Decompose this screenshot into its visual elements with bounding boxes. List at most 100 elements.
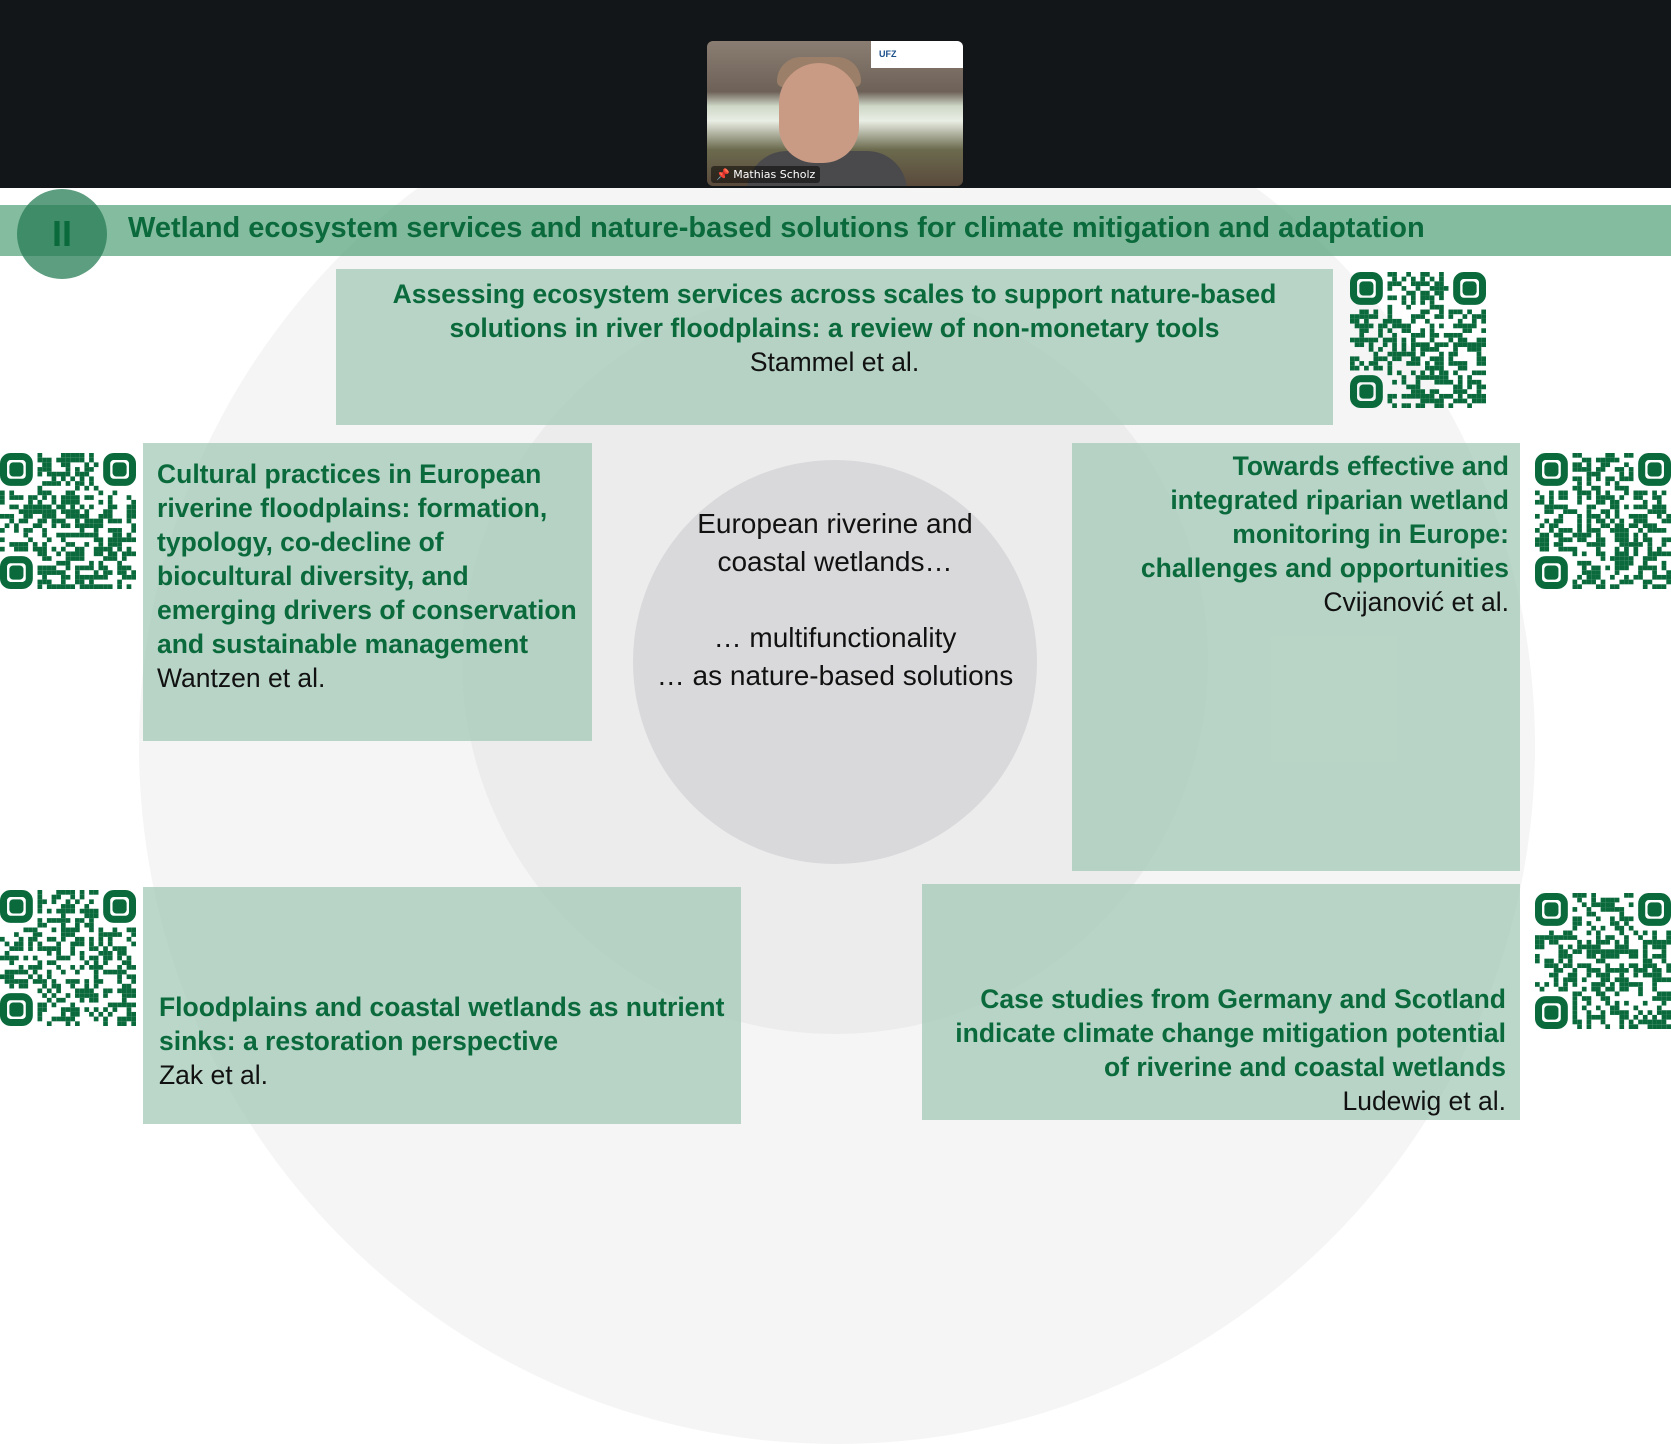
qr-module xyxy=(1387,309,1393,315)
center-line: European riverine and xyxy=(697,508,973,539)
qr-module xyxy=(1563,986,1568,992)
qr-module xyxy=(126,584,132,589)
paper-title: Case studies from Germany and Scotland i… xyxy=(955,984,1506,1082)
qr-module xyxy=(75,457,80,463)
qr-module xyxy=(32,495,38,500)
qr-module xyxy=(70,890,76,895)
qr-finder xyxy=(103,453,136,486)
qr-module xyxy=(1558,495,1564,500)
qr-module xyxy=(107,504,113,510)
qr-module xyxy=(1453,323,1458,329)
qr-module xyxy=(1558,490,1564,496)
qr-module xyxy=(65,551,71,557)
qr-module xyxy=(1666,513,1671,519)
qr-module xyxy=(1610,982,1615,987)
qr-module xyxy=(1462,398,1468,404)
qr-module xyxy=(65,565,71,571)
qr-module xyxy=(65,542,71,547)
qr-module xyxy=(1633,532,1639,538)
qr-module xyxy=(56,560,61,566)
qr-module xyxy=(1434,314,1440,319)
qr-module xyxy=(1549,499,1554,505)
qr-module xyxy=(1439,295,1444,301)
qr-module xyxy=(1595,1014,1601,1020)
qr-module xyxy=(112,551,118,557)
pin-icon: 📌 xyxy=(716,168,734,181)
qr-module xyxy=(1614,949,1620,954)
qr-module xyxy=(1610,457,1615,463)
qr-module xyxy=(1406,323,1411,329)
qr-module xyxy=(1614,528,1620,533)
qr-module xyxy=(75,518,80,524)
qr-module xyxy=(1586,930,1592,936)
qr-code-zak[interactable] xyxy=(0,890,136,1026)
qr-module xyxy=(79,950,85,956)
qr-module xyxy=(1614,1005,1620,1011)
qr-module xyxy=(93,485,99,491)
qr-module xyxy=(1661,537,1667,543)
qr-module xyxy=(46,457,52,463)
qr-module xyxy=(1406,304,1411,310)
qr-module xyxy=(1439,309,1444,315)
qr-module xyxy=(1558,949,1564,954)
qr-module xyxy=(51,927,57,933)
qr-module xyxy=(1600,996,1606,1001)
qr-module xyxy=(1415,356,1421,362)
qr-module xyxy=(1448,351,1454,357)
qr-module xyxy=(84,983,90,989)
qr-module xyxy=(42,899,47,905)
qr-module xyxy=(1410,281,1416,287)
qr-module xyxy=(1553,935,1559,940)
qr-module xyxy=(4,979,10,984)
qr-module xyxy=(1605,953,1611,959)
qr-module xyxy=(1558,513,1564,519)
qr-module xyxy=(121,960,127,966)
qr-module xyxy=(1624,490,1629,496)
qr-module xyxy=(107,932,113,937)
qr-module xyxy=(1544,982,1550,987)
qr-module xyxy=(1642,953,1648,959)
participant-video-tile[interactable]: UFZ 📌 Mathias Scholz xyxy=(707,41,963,186)
qr-module xyxy=(1378,347,1383,352)
qr-module xyxy=(112,1002,118,1008)
qr-module xyxy=(1467,379,1472,385)
qr-module xyxy=(9,513,15,519)
qr-module xyxy=(51,1002,57,1008)
qr-module xyxy=(1558,968,1564,973)
qr-code-ludewig[interactable] xyxy=(1535,893,1671,1029)
qr-module xyxy=(1481,356,1486,362)
qr-code-cvijanovic[interactable] xyxy=(1535,453,1671,589)
qr-module xyxy=(1392,281,1397,287)
qr-module xyxy=(46,960,52,966)
qr-module xyxy=(107,528,113,533)
qr-module xyxy=(126,960,132,966)
qr-module xyxy=(112,969,118,975)
qr-module xyxy=(89,955,94,961)
qr-module xyxy=(84,908,90,914)
qr-module xyxy=(1656,968,1662,973)
qr-module xyxy=(1457,365,1463,371)
qr-module xyxy=(84,509,90,514)
qr-module xyxy=(70,476,76,482)
qr-module xyxy=(1619,949,1625,954)
qr-module xyxy=(107,941,113,947)
qr-module xyxy=(65,481,71,486)
qr-module xyxy=(1387,365,1393,371)
qr-module xyxy=(1600,925,1606,931)
qr-module xyxy=(1614,925,1620,931)
qr-code-stammel[interactable] xyxy=(1350,272,1486,408)
qr-module xyxy=(1567,528,1573,533)
qr-code-wantzen[interactable] xyxy=(0,453,136,589)
qr-module xyxy=(4,950,10,956)
qr-module xyxy=(131,993,136,998)
qr-module xyxy=(1401,403,1407,408)
qr-module xyxy=(0,495,5,500)
qr-finder xyxy=(103,890,136,923)
qr-finder xyxy=(0,453,33,486)
qr-module xyxy=(1401,337,1407,343)
qr-module xyxy=(1595,542,1601,547)
qr-module xyxy=(1605,453,1611,458)
qr-module xyxy=(1453,309,1458,315)
qr-module xyxy=(65,1007,71,1012)
qr-module xyxy=(1600,579,1606,585)
